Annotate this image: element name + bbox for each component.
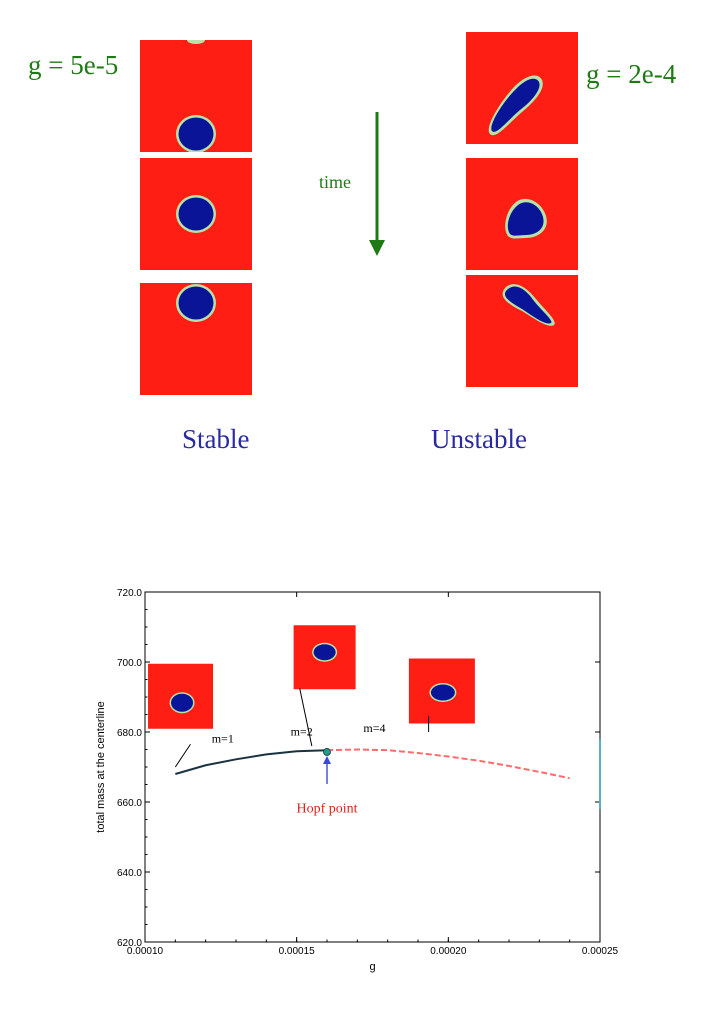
time-arrow: [369, 112, 385, 256]
hopf-point-marker: [323, 748, 331, 756]
inset-m1-leader: [174, 743, 191, 768]
inset-m2-bubble: [313, 644, 336, 661]
unstable-snapshot-2: [466, 158, 578, 270]
time-label: time: [319, 172, 351, 192]
series-line-unstable: [326, 748, 570, 780]
stable-snapshot-1: [140, 40, 252, 152]
y-tick-label: 660.0: [117, 798, 142, 809]
stable-g-label: g = 5e-5: [28, 50, 119, 80]
plot-frame: [144, 591, 601, 943]
hopf-point-label: Hopf point: [296, 802, 357, 817]
inset-m1-bubble: [171, 693, 194, 712]
stable-snapshot-3: [140, 283, 252, 395]
x-tick-label: 0.00010: [127, 946, 164, 957]
y-tick-label: 700.0: [117, 658, 142, 669]
mode-label-m-1: m=1: [212, 732, 234, 746]
unstable-g-label: g = 2e-4: [586, 59, 677, 89]
mode-label-m-4: m=4: [363, 721, 385, 735]
inset-m2-leader: [299, 688, 313, 747]
y-tick-label: 620.0: [117, 938, 142, 949]
series-line-stable: [175, 749, 328, 775]
x-tick-label: 0.00020: [430, 946, 467, 957]
x-tick-label: 0.00025: [582, 946, 619, 957]
y-axis-label: total mass at the centerline: [95, 701, 107, 832]
bifurcation-chart: 0.00010 0.00015 0.00020 0.00025 620.0 640.0 66…: [95, 588, 619, 973]
inset-m1: [148, 663, 214, 768]
x-tick-label: 0.00015: [279, 946, 316, 957]
unstable-snapshot-1: [466, 32, 578, 144]
unstable-caption: Unstable: [431, 424, 527, 454]
y-tick-label: 640.0: [117, 868, 142, 879]
x-axis-label: g: [369, 961, 375, 973]
unstable-snapshot-3: [466, 275, 578, 387]
y-tick-label: 720.0: [117, 588, 142, 599]
inset-m2: [293, 625, 356, 747]
inset-m4: [408, 658, 475, 732]
y-tick-label: 680.0: [117, 728, 142, 739]
stable-snapshot-2: [140, 158, 252, 270]
inset-m4-bubble: [430, 684, 455, 701]
stable-caption: Stable: [182, 424, 250, 454]
mode-label-m-2: m=2: [291, 725, 313, 739]
hopf-arrow-head: [323, 755, 331, 764]
